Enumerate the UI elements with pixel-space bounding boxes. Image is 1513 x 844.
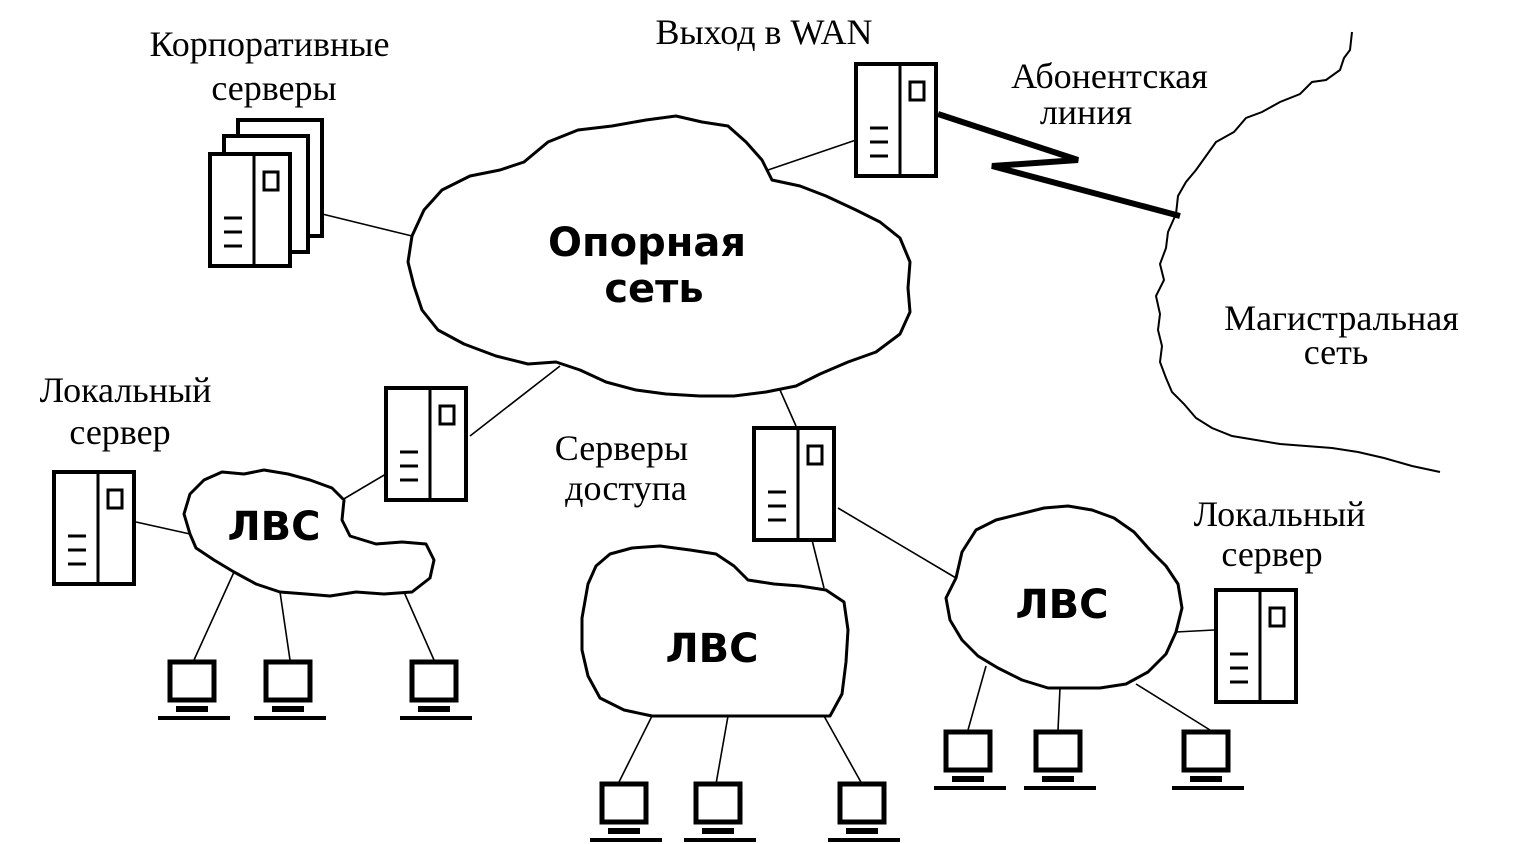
terminal-icon (400, 662, 472, 718)
center-access-server-icon (752, 426, 836, 542)
left-local-server-label-line-1: Локальный (40, 370, 212, 410)
link-left-lan-terminal-3 (403, 591, 435, 661)
wan-exit-label: Выход в WAN (655, 12, 872, 52)
access-servers-label-line-2: доступа (565, 468, 687, 508)
link-right-lan-terminal-2 (1057, 687, 1061, 731)
subscriber-line-label-line-1: Абонентская (1011, 56, 1208, 96)
right-lan-label: ЛВС (1015, 582, 1108, 628)
link-left-lan-terminal-1 (193, 571, 235, 661)
left-local-server-icon (52, 470, 136, 586)
corporate-servers-label-line-1: Корпоративные (150, 24, 390, 64)
right-local-server-icon (1214, 588, 1298, 704)
backbone-network-label-line-2: сеть (604, 266, 703, 312)
right-local-server-label-line-1: Локальный (1194, 494, 1366, 534)
access-servers-label: Серверы доступа (555, 428, 697, 508)
center-lan-cloud (580, 544, 850, 718)
terminal-icon (1024, 732, 1096, 788)
right-lan-cloud (944, 504, 1184, 690)
left-lan-label: ЛВС (227, 504, 320, 550)
link-right-lan-terminal-1 (967, 665, 987, 731)
link-center-access-to-center-lan (811, 539, 825, 589)
trunk-network-label-line-2: сеть (1304, 332, 1369, 372)
right-local-server-label-line-2: сервер (1221, 534, 1322, 574)
terminal-icon (590, 784, 662, 840)
link-corporate-to-backbone (313, 211, 413, 237)
trunk-network-boundary (1154, 31, 1441, 473)
backbone-network-label-line-1: Опорная (548, 220, 746, 266)
link-left-lan-terminal-2 (279, 591, 291, 661)
subscriber-line-label-line-2: линия (1040, 92, 1132, 132)
trunk-network-label: Магистральная сеть (1224, 298, 1468, 372)
link-center-lan-terminal-3 (823, 715, 863, 785)
left-local-server-label: Локальный сервер (40, 370, 221, 452)
center-lan-label: ЛВС (665, 626, 758, 672)
terminal-icon (684, 784, 756, 840)
terminal-icon (934, 732, 1006, 788)
subscriber-line-label: Абонентская линия (1011, 56, 1217, 132)
server-icon (208, 152, 292, 268)
left-local-server-label-line-2: сервер (69, 412, 170, 452)
terminal-icon (254, 662, 326, 718)
link-right-lan-to-right-server (1175, 629, 1215, 633)
link-backbone-to-center-access (779, 389, 797, 427)
link-right-lan-terminal-3 (1135, 683, 1211, 731)
link-center-access-to-right-lan (837, 507, 957, 579)
link-left-access-to-left-lan (341, 473, 387, 501)
terminal-icon (828, 784, 900, 840)
corporate-servers-label: Корпоративные серверы (150, 24, 399, 108)
trunk-network-label-line-1: Магистральная (1224, 298, 1459, 338)
left-access-server-icon (384, 386, 468, 502)
wan-gateway-server-icon (854, 62, 938, 178)
link-left-server-to-left-lan (135, 521, 191, 535)
corporate-servers-label-line-2: серверы (211, 68, 336, 108)
backbone-cloud (406, 114, 912, 398)
corporate-servers-stack (208, 118, 324, 268)
link-backbone-to-left-access (469, 365, 561, 437)
access-servers-label-line-1: Серверы (555, 428, 688, 468)
terminal-icon (158, 662, 230, 718)
backbone-network-label: Опорная сеть (548, 220, 760, 312)
terminal-icon (1172, 732, 1244, 788)
link-wan-to-backbone (767, 139, 857, 171)
left-lan-cloud (182, 468, 436, 598)
link-center-lan-terminal-1 (617, 715, 653, 785)
link-center-lan-terminal-2 (715, 715, 729, 785)
right-local-server-label: Локальный сервер (1194, 494, 1375, 574)
subscriber-line (937, 111, 1181, 219)
